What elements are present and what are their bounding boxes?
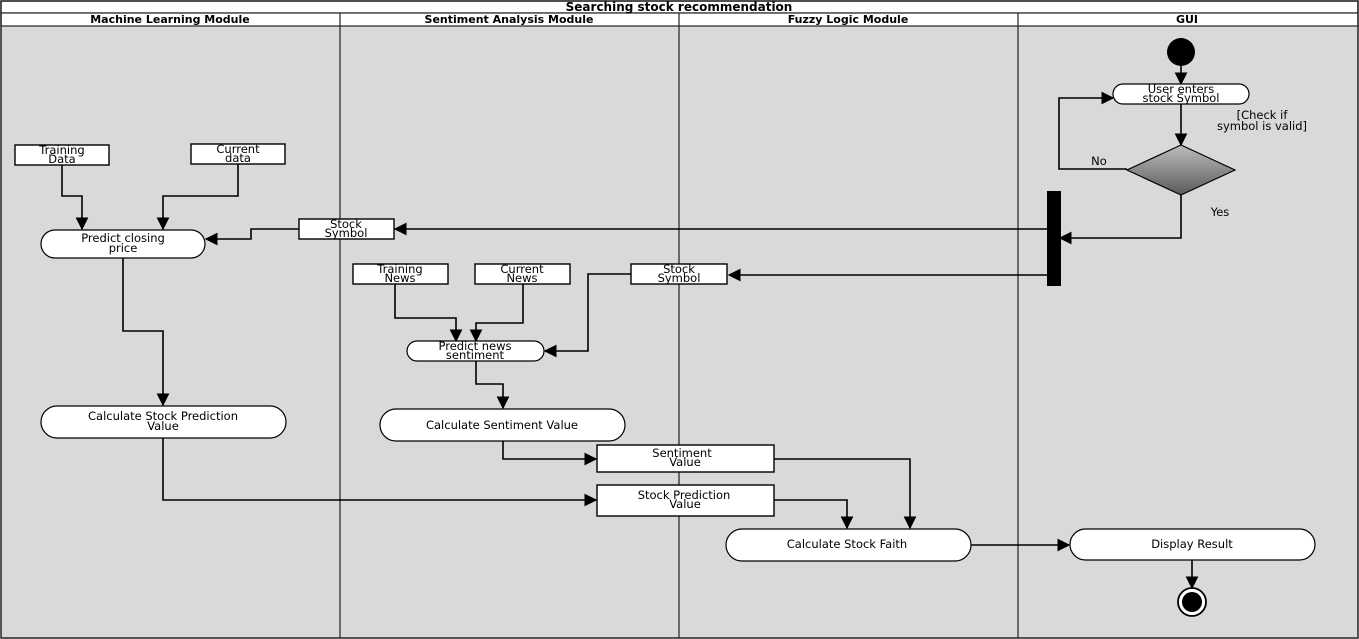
object-current-news-line1: Current — [500, 262, 544, 276]
object-sentiment-value: Sentiment Value — [596, 444, 775, 473]
action-predict-closing-price-line2: price — [109, 241, 138, 255]
action-predict-closing-price: Predict closing price — [40, 229, 206, 259]
action-display-result-label: Display Result — [1151, 537, 1233, 551]
object-training-data: Training Data — [14, 143, 110, 166]
action-predict-news-sentiment-line2: sentiment — [446, 348, 505, 362]
action-calc-stock-prediction-line1: Calculate Stock Prediction — [88, 409, 238, 423]
action-calc-stock-prediction-line2: Value — [147, 419, 179, 433]
lane-header-gui: GUI — [1176, 13, 1198, 26]
decision-node — [1125, 144, 1237, 196]
flow-current-data — [156, 164, 239, 231]
flow-calc-prediction-to-value — [162, 438, 598, 507]
diagram-title: Searching stock recommendation — [566, 0, 793, 14]
action-user-enters-line2: stock Symbol — [1142, 91, 1219, 105]
flow-stock-symbol-to-predict-sentiment — [543, 273, 631, 358]
guard-check-valid-line1: [Check if — [1237, 108, 1289, 122]
object-stock-symbol-sa-line1: Stock — [663, 262, 695, 276]
object-current-data-line1: Current — [216, 142, 260, 156]
lane-header-fuzzy: Fuzzy Logic Module — [788, 13, 909, 26]
flow-stock-symbol-to-predict-price — [204, 228, 299, 246]
flow-training-data — [61, 165, 89, 231]
object-sentiment-value-line2: Value — [669, 455, 701, 469]
object-training-news-line1: Training — [376, 262, 422, 276]
fork-bar — [1047, 191, 1061, 286]
object-stock-symbol-sa-line2: Symbol — [658, 271, 701, 285]
object-training-news: Training News — [352, 262, 449, 285]
action-calc-stock-faith: Calculate Stock Faith — [725, 528, 972, 562]
object-stock-symbol-ml-line1: Stock — [330, 217, 362, 231]
object-stock-prediction-value-line1: Stock Prediction — [638, 488, 731, 502]
object-stock-symbol-sa: Stock Symbol — [630, 262, 728, 285]
object-current-data-line2: data — [225, 151, 251, 165]
flow-decision-no — [1058, 91, 1127, 170]
action-display-result: Display Result — [1069, 528, 1316, 561]
final-node — [1177, 587, 1207, 617]
flow-prediction-value-to-faith — [774, 499, 854, 530]
object-current-data: Current data — [190, 142, 286, 165]
flows — [61, 65, 1199, 590]
object-stock-prediction-value: Stock Prediction Value — [596, 484, 775, 517]
object-training-news-line2: News — [384, 271, 415, 285]
action-user-enters: User enters stock Symbol — [1112, 82, 1250, 105]
action-calc-sentiment-value-label: Calculate Sentiment Value — [426, 418, 578, 432]
object-training-data-line2: Data — [48, 152, 75, 166]
object-current-news: Current News — [474, 262, 571, 285]
action-predict-news-sentiment: Predict news sentiment — [406, 339, 545, 362]
flow-training-news — [394, 284, 463, 343]
flow-decision-yes — [1058, 195, 1182, 245]
object-stock-symbol-ml-line2: Symbol — [325, 226, 368, 240]
flow-calc-sentiment-to-value — [502, 441, 598, 466]
action-calc-sentiment-value: Calculate Sentiment Value — [379, 408, 626, 442]
lane-header-ml: Machine Learning Module — [90, 13, 250, 26]
action-calc-stock-prediction: Calculate Stock Prediction Value — [40, 405, 287, 439]
guard-check-valid-line2: symbol is valid] — [1217, 119, 1307, 133]
action-user-enters-line1: User enters — [1148, 82, 1215, 96]
flow-predict-price-to-calc — [122, 258, 170, 407]
action-predict-news-sentiment-line1: Predict news — [438, 339, 511, 353]
initial-node — [1167, 38, 1195, 66]
action-calc-stock-faith-label: Calculate Stock Faith — [787, 537, 907, 551]
object-current-news-line2: News — [506, 271, 537, 285]
flow-sentiment-value-to-faith — [774, 458, 917, 530]
flow-predict-sentiment-to-calc — [475, 361, 510, 410]
object-stock-symbol-ml: Stock Symbol — [298, 217, 395, 240]
flow-current-news — [469, 284, 524, 343]
guard-yes: Yes — [1210, 205, 1230, 219]
object-training-data-line1: Training — [38, 143, 84, 157]
lane-header-sentiment: Sentiment Analysis Module — [425, 13, 594, 26]
action-predict-closing-price-line1: Predict closing — [81, 231, 165, 245]
object-sentiment-value-line1: Sentiment — [652, 446, 712, 460]
guard-no: No — [1091, 154, 1107, 168]
object-stock-prediction-value-line2: Value — [669, 497, 701, 511]
